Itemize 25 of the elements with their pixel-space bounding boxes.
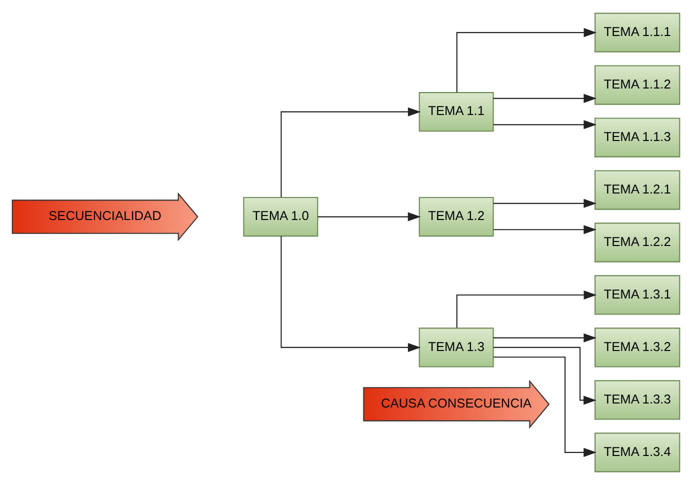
arrow (318, 212, 421, 222)
arrow (493, 225, 597, 234)
node-box: TEMA 1.2.1 (594, 170, 680, 210)
arrow (493, 356, 596, 457)
arrow (456, 290, 597, 328)
arrow (493, 94, 597, 103)
node-box: TEMA 1.1.3 (594, 118, 680, 158)
node-box: TEMA 1.3.3 (594, 380, 680, 420)
node-box: TEMA 1.3.4 (594, 432, 680, 472)
node-box: TEMA 1.3.2 (594, 328, 680, 368)
arrow (280, 107, 421, 198)
arrow (493, 198, 597, 208)
node-box: TEMA 1.1.2 (594, 65, 680, 105)
node-box: TEMA 1.3 (418, 328, 494, 368)
node-box: TEMA 1.0 (243, 196, 318, 237)
arrow (493, 346, 596, 405)
arrow (493, 333, 597, 342)
node-box: TEMA 1.1 (418, 92, 494, 132)
arrow (456, 28, 597, 92)
node-box: TEMA 1.3.1 (594, 275, 680, 315)
arrow (493, 120, 597, 130)
node-box: TEMA 1.2.2 (594, 222, 680, 262)
node-box: TEMA 1.1.1 (594, 12, 680, 52)
arrow (280, 236, 421, 352)
node-box: TEMA 1.2 (418, 196, 494, 237)
